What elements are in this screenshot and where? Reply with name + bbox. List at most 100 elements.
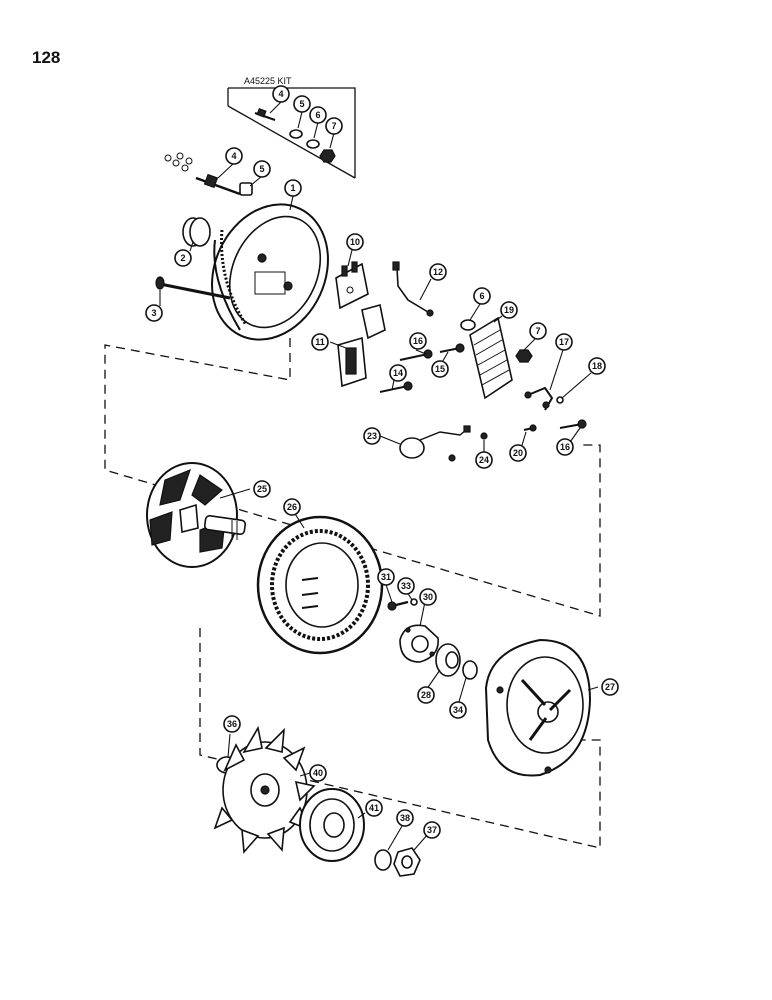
svg-text:34: 34 xyxy=(453,705,463,715)
bearing-part xyxy=(182,217,211,247)
callout-27: 27 xyxy=(601,678,619,696)
callout-14: 14 xyxy=(389,364,407,382)
brush-holder xyxy=(335,261,369,310)
svg-text:15: 15 xyxy=(435,364,445,374)
callout-16-upper: 16 xyxy=(409,332,427,350)
diode-trio xyxy=(524,386,554,411)
callout-23: 23 xyxy=(363,427,381,445)
svg-text:1: 1 xyxy=(290,183,295,193)
diode-screw xyxy=(559,419,587,429)
svg-text:31: 31 xyxy=(381,572,391,582)
svg-text:2: 2 xyxy=(180,253,185,263)
page-number: 128 xyxy=(32,48,61,67)
svg-text:14: 14 xyxy=(393,368,403,378)
kit-label: A45225 KIT xyxy=(244,76,292,86)
kit-box: A45225 KIT xyxy=(227,76,356,179)
svg-text:18: 18 xyxy=(592,361,602,371)
svg-text:3: 3 xyxy=(151,308,156,318)
svg-text:25: 25 xyxy=(257,484,267,494)
callout-10: 10 xyxy=(346,233,364,251)
lock-washer xyxy=(374,849,392,871)
callout-kit-6: 6 xyxy=(309,106,327,124)
svg-text:33: 33 xyxy=(401,581,411,591)
callout-19: 19 xyxy=(500,301,518,319)
callout-30: 30 xyxy=(419,588,437,606)
svg-text:26: 26 xyxy=(287,502,297,512)
callout-38: 38 xyxy=(396,809,414,827)
through-bolt xyxy=(155,276,231,300)
hex-nut xyxy=(515,349,533,363)
stator xyxy=(256,515,384,655)
capacitor-screws xyxy=(448,432,488,462)
rotor xyxy=(146,462,247,568)
terminal-lead xyxy=(392,261,434,317)
mounting-screws xyxy=(379,343,465,393)
callout-18: 18 xyxy=(588,357,606,375)
pulley-nut xyxy=(393,847,421,877)
svg-text:27: 27 xyxy=(605,682,615,692)
callout-7: 7 xyxy=(529,322,547,340)
callout-40: 40 xyxy=(309,764,327,782)
svg-text:6: 6 xyxy=(315,110,320,120)
callout-37: 37 xyxy=(423,821,441,839)
dashed-group-lines xyxy=(104,338,601,849)
stud-and-nut xyxy=(195,173,253,196)
loose-washers xyxy=(164,152,193,172)
svg-text:7: 7 xyxy=(535,326,540,336)
bearing-retainer-plate xyxy=(399,624,439,663)
callout-41: 41 xyxy=(365,799,383,817)
svg-text:40: 40 xyxy=(313,768,323,778)
svg-text:23: 23 xyxy=(367,431,377,441)
callout-24: 24 xyxy=(475,451,493,469)
callout-2: 2 xyxy=(174,249,192,267)
svg-text:11: 11 xyxy=(315,337,325,347)
svg-text:19: 19 xyxy=(504,305,514,315)
slip-ring-end-frame xyxy=(211,203,329,341)
svg-text:4: 4 xyxy=(231,151,236,161)
drive-end-frame xyxy=(484,638,592,777)
svg-text:6: 6 xyxy=(479,291,484,301)
callout-20: 20 xyxy=(509,444,527,462)
callout-26: 26 xyxy=(283,498,301,516)
callout-kit-4: 4 xyxy=(272,85,290,103)
svg-text:5: 5 xyxy=(259,164,264,174)
callout-25: 25 xyxy=(253,480,271,498)
svg-text:24: 24 xyxy=(479,455,489,465)
svg-text:41: 41 xyxy=(369,803,379,813)
callout-36: 36 xyxy=(223,715,241,733)
drive-end-bearing xyxy=(435,643,461,677)
rectifier-bridge xyxy=(469,316,513,400)
svg-text:20: 20 xyxy=(513,448,523,458)
callout-kit-5: 5 xyxy=(293,95,311,113)
spacer-washer xyxy=(462,660,478,680)
svg-text:36: 36 xyxy=(227,719,237,729)
callout-5: 5 xyxy=(253,160,271,178)
regulator-bracket xyxy=(337,303,386,388)
callout-kit-7: 7 xyxy=(325,117,343,135)
callout-11: 11 xyxy=(311,333,329,351)
svg-text:30: 30 xyxy=(423,592,433,602)
svg-text:5: 5 xyxy=(299,99,304,109)
callout-4: 4 xyxy=(225,147,243,165)
callout-34: 34 xyxy=(449,701,467,719)
callout-12: 12 xyxy=(429,263,447,281)
svg-text:37: 37 xyxy=(427,825,437,835)
callout-28: 28 xyxy=(417,686,435,704)
svg-text:10: 10 xyxy=(350,237,360,247)
fan xyxy=(213,725,316,854)
retainer-screw xyxy=(387,598,418,611)
svg-text:4: 4 xyxy=(278,89,283,99)
callout-15: 15 xyxy=(431,360,449,378)
callout-16-lower: 16 xyxy=(556,438,574,456)
svg-text:28: 28 xyxy=(421,690,431,700)
short-screw xyxy=(523,424,537,432)
svg-text:12: 12 xyxy=(433,267,443,277)
svg-text:38: 38 xyxy=(400,813,410,823)
pulley xyxy=(299,788,365,862)
insulating-washer xyxy=(460,319,476,331)
callout-33: 33 xyxy=(397,577,415,595)
svg-text:17: 17 xyxy=(559,337,569,347)
callout-6: 6 xyxy=(473,287,491,305)
callout-31: 31 xyxy=(377,568,395,586)
